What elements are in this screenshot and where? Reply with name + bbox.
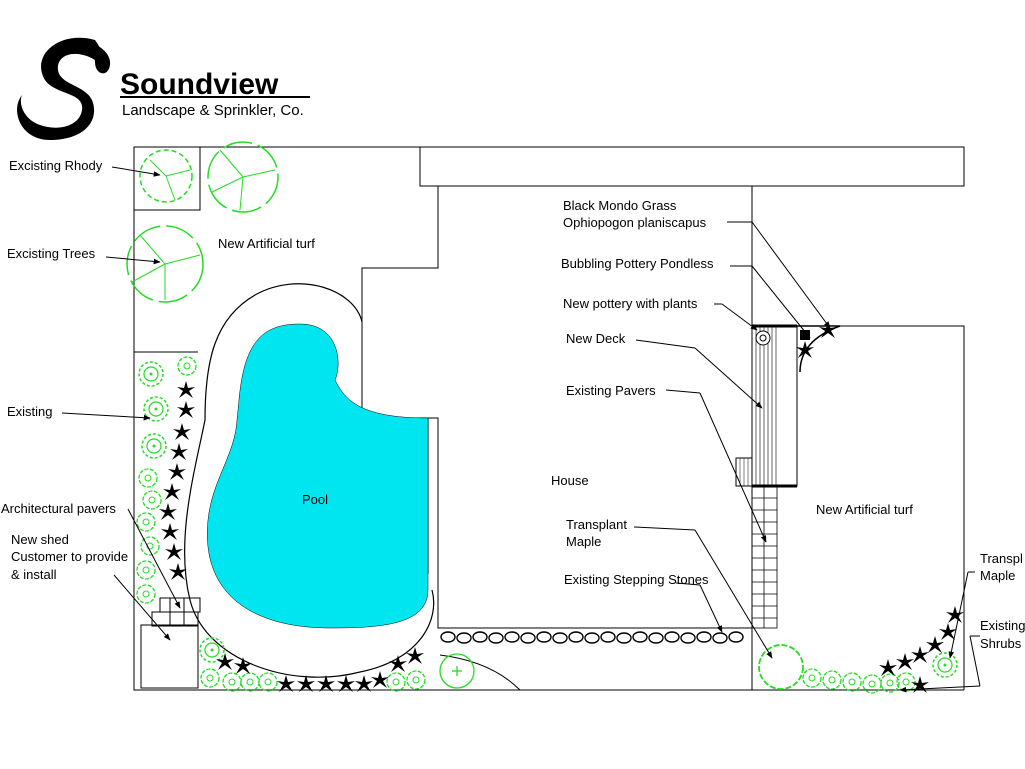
label-existing-shrubs: Existing — [980, 618, 1025, 633]
new-deck — [735, 324, 798, 488]
logo-subtitle: Landscape & Sprinkler, Co. — [122, 102, 304, 119]
label-transplant: Transplant — [566, 517, 627, 532]
logo-wordmark: Soundview — [120, 68, 279, 101]
label-stepping-stones: Existing Stepping Stones — [564, 572, 709, 587]
label-new-shed-provide: Customer to provide — [11, 549, 128, 564]
label-new-turf-left: New Artificial turf — [218, 236, 315, 251]
label-maple-right: Maple — [980, 568, 1015, 583]
label-new-pottery: New pottery with plants — [563, 296, 698, 311]
label-house: House — [551, 473, 589, 488]
label-shrubs: Shrubs — [980, 636, 1022, 651]
label-bubbling-pottery: Bubbling Pottery Pondless — [561, 256, 714, 271]
left-planting-bed — [136, 356, 197, 604]
callout-leaders — [61, 166, 981, 693]
pool-water — [207, 323, 429, 629]
label-new-turf-right: New Artificial turf — [816, 502, 913, 517]
label-new-shed: New shed — [11, 532, 69, 547]
pool-surround — [184, 283, 435, 678]
label-architectural-pavers: Architectural pavers — [1, 501, 116, 516]
label-existing-trees: Excisting Trees — [7, 246, 96, 261]
stepping-stones — [440, 631, 744, 644]
existing-trees — [126, 141, 279, 303]
label-pool: Pool — [302, 492, 328, 507]
label-existing-rhody: Excisting Rhody — [9, 158, 103, 173]
new-shed — [140, 597, 201, 689]
bottom-planting — [199, 637, 475, 692]
label-existing: Existing — [7, 404, 53, 419]
property-lines — [133, 146, 965, 691]
plan-labels: Excisting Rhody Excisting Trees New Arti… — [1, 158, 1025, 651]
label-existing-pavers: Existing Pavers — [566, 383, 656, 398]
logo-swoosh-icon — [17, 37, 103, 140]
label-new-deck: New Deck — [566, 331, 626, 346]
label-maple: Maple — [566, 534, 601, 549]
label-black-mondo: Black Mondo Grass — [563, 198, 677, 213]
label-new-shed-install: & install — [11, 567, 57, 582]
existing-pavers-grid — [751, 485, 778, 629]
label-transplant-right: Transpl — [980, 551, 1023, 566]
company-logo: Soundview Landscape & Sprinkler, Co. — [17, 37, 310, 140]
label-ophiopogon: Ophiopogon planiscapus — [563, 215, 707, 230]
right-bottom-planting — [758, 606, 964, 694]
